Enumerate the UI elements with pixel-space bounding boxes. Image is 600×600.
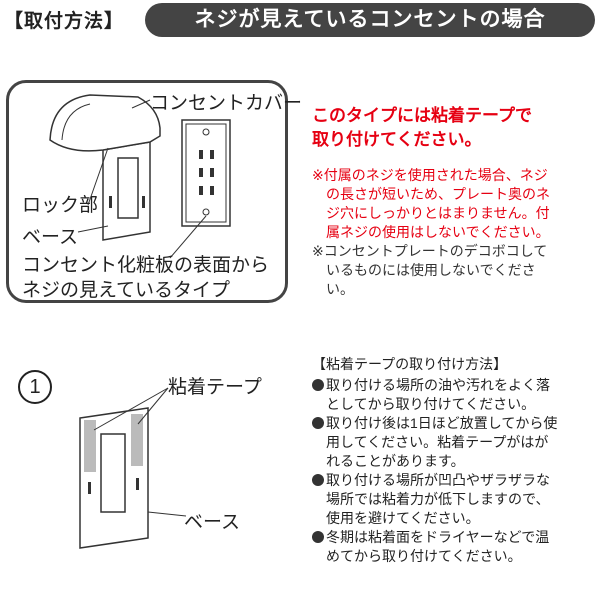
list-item: 取り付ける場所が凹凸やザラザラな 場所では粘着力が低下しますので、 使用を避けて… xyxy=(312,471,596,528)
step-base-leader xyxy=(147,511,187,517)
tape-leader-left xyxy=(93,387,169,431)
list-item: 取り付ける場所の油や汚れをよく落 としてから取り付けてください。 xyxy=(312,376,596,414)
tape-right xyxy=(131,414,143,466)
howto-list: 取り付ける場所の油や汚れをよく落 としてから取り付けてください。 取り付け後は1… xyxy=(312,376,596,566)
base-label: ベース xyxy=(22,227,79,248)
bullet-icon xyxy=(312,417,324,429)
warning-note-plate: ※コンセントプレートのデコボコして いるものには使用しないでくださ い。 xyxy=(312,243,548,297)
tape-leader-right xyxy=(137,387,169,425)
bullet-icon xyxy=(312,379,324,391)
base-leader xyxy=(77,225,109,233)
list-item-text: 取り付ける場所の油や汚れをよく落 としてから取り付けてください。 xyxy=(326,377,550,412)
tape-label: 粘着テープ xyxy=(168,377,262,398)
howto-title: 【粘着テープの取り付け方法】 xyxy=(312,356,508,372)
screw-top xyxy=(202,128,210,136)
bullet-icon xyxy=(312,474,324,486)
wall-plate-shape xyxy=(181,119,231,227)
tape-left xyxy=(84,420,96,472)
section-label: 【取付方法】 xyxy=(4,11,125,32)
lock-leader xyxy=(87,147,109,206)
page-title: ネジが見えているコンセントの場合 xyxy=(145,3,595,37)
step-base-window xyxy=(100,433,126,513)
warning-heading: このタイプには粘着テープで 取り付けてください。 xyxy=(312,106,532,149)
warning-note-screws: ※付属のネジを使用された場合、ネジ の長さが短いため、プレート奥のネ ジ穴にしっ… xyxy=(312,167,550,240)
list-item-text: 冬期は粘着面をドライヤーなどで温 めてから取り付けてください。 xyxy=(326,529,550,564)
bullet-icon xyxy=(312,531,324,543)
list-item: 冬期は粘着面をドライヤーなどで温 めてから取り付けてください。 xyxy=(312,528,596,566)
cover-leader xyxy=(131,99,151,109)
diagram-caption: コンセント化粧板の表面から ネジの見えているタイプ xyxy=(22,255,270,301)
cover-label: コンセントカバー xyxy=(150,93,303,114)
list-item-text: 取り付け後は1日ほど放置してから使 用してください。粘着テープがはが れることが… xyxy=(326,415,558,469)
step-base-label: ベース xyxy=(184,512,241,533)
list-item: 取り付け後は1日ほど放置してから使 用してください。粘着テープがはが れることが… xyxy=(312,414,596,471)
screw-bottom xyxy=(202,208,210,216)
lock-label: ロック部 xyxy=(22,195,99,216)
screw-leader xyxy=(169,215,207,259)
list-item-text: 取り付ける場所が凹凸やザラザラな 場所では粘着力が低下しますので、 使用を避けて… xyxy=(326,472,550,526)
lock-slot-left xyxy=(109,196,112,208)
lock-slot-right xyxy=(142,196,145,208)
base-window-shape xyxy=(117,157,139,219)
step-number: 1 xyxy=(18,370,52,404)
